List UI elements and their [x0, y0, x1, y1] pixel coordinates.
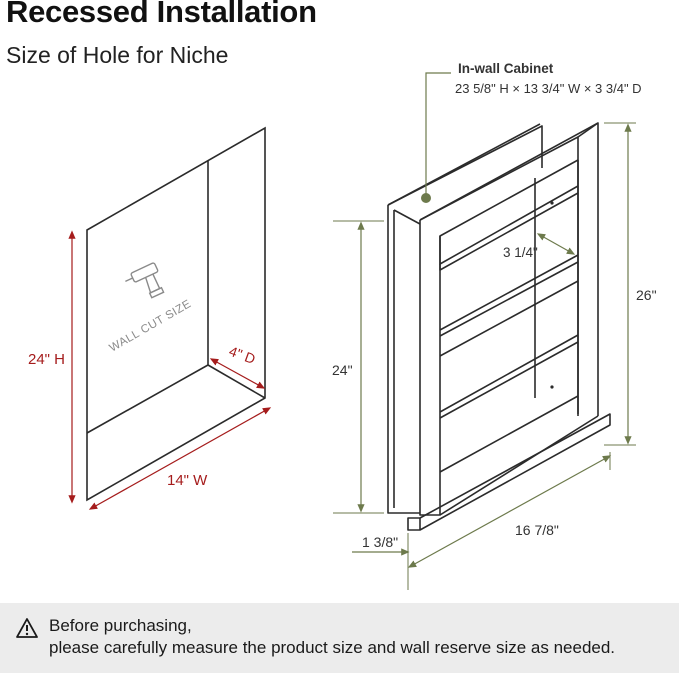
niche-depth-label: 4" D [227, 343, 258, 367]
cabinet-drawing [387, 122, 611, 531]
page-title: Recessed Installation [6, 0, 317, 29]
shelf-pin-dot [550, 201, 554, 205]
shelf-depth-label: 3 1/4" [503, 245, 538, 260]
drill-icon [125, 262, 165, 299]
niche-depth-dim [209, 358, 266, 389]
notice-line-1: Before purchasing, [49, 616, 192, 635]
total-height-label: 26" [636, 287, 657, 303]
notice-line-2: please carefully measure the product siz… [49, 638, 616, 657]
page-subtitle: Size of Hole for Niche [6, 42, 229, 68]
installation-diagram: WALL CUT SIZE 24" H 14" W 4" D [28, 61, 657, 590]
cabinet-width-dim [407, 455, 612, 568]
frame-depth-label: 1 3/8" [362, 534, 398, 550]
niche-height-label: 24" H [28, 351, 65, 368]
shelf-pin-dot [550, 385, 554, 389]
niche-width-dim [88, 407, 272, 510]
cabinet-width-label: 16 7/8" [515, 522, 559, 538]
cabinet-name: In-wall Cabinet [458, 61, 554, 76]
niche-width-label: 14" W [167, 472, 208, 489]
warning-icon [16, 618, 38, 638]
notice-banner: Before purchasing, please carefully meas… [0, 603, 679, 673]
wall-cut-label: WALL CUT SIZE [108, 298, 194, 355]
cabinet-height-label: 24" [332, 362, 353, 378]
cabinet-callout-line [425, 72, 451, 198]
cabinet-spec: 23 5/8" H × 13 3/4" W × 3 3/4" D [455, 81, 642, 96]
shelf-depth-dim [536, 233, 576, 255]
